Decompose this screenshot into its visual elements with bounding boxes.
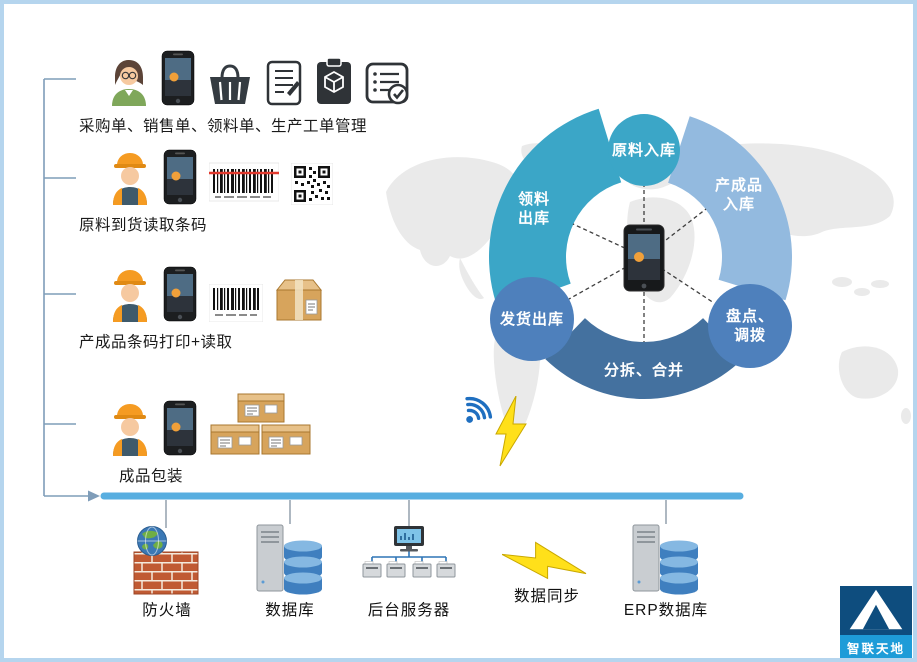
erp-database-icon — [632, 524, 698, 595]
label-raw-inbound: 原料入库 — [612, 141, 676, 159]
circle-stocktake-transfer — [708, 284, 792, 368]
left-item-packaging: 成品包装 — [79, 392, 313, 486]
data-sync-label: 数据同步 — [513, 588, 580, 605]
lightning-bolt-icon — [495, 396, 527, 467]
central-phone-icon — [623, 224, 665, 292]
warehouse-cycle-diagram: 原料入库 领料 出库 产成品 入库 发货出库 盘点、 调拨 分拆、合并 — [489, 108, 793, 400]
circle-shipping-outbound — [490, 277, 574, 361]
database-label: 数据库 — [265, 602, 315, 619]
label-material-issue-1: 领料 — [517, 190, 550, 208]
left-item-finished-goods: 产成品条码打印+读取 — [79, 266, 323, 352]
database-server-icon — [256, 524, 322, 595]
device-connector-stubs — [165, 500, 667, 528]
clipboard-box-icon — [317, 58, 351, 104]
handheld-phone-icon — [163, 400, 197, 456]
receiving-caption: 原料到货读取条码 — [79, 217, 208, 234]
brand-logo: 智联天地 — [840, 586, 912, 658]
carton-box-icon — [275, 279, 323, 321]
brand-logo-text: 智联天地 — [840, 635, 912, 658]
orders-caption: 采购单、销售单、领料单、生产工单管理 — [79, 118, 368, 135]
network-devices — [362, 561, 456, 578]
handheld-phone-icon — [161, 50, 195, 106]
qr-code-icon — [291, 163, 333, 205]
order-form-icon — [266, 60, 302, 106]
firewall-icon — [133, 526, 199, 595]
sync-lightning-icon — [502, 541, 587, 580]
connector-lines — [43, 78, 744, 528]
basket-icon — [210, 64, 250, 104]
label-finished-inbound-1: 产成品 — [715, 176, 763, 194]
label-shipping-outbound: 发货出库 — [499, 310, 564, 328]
carton-stack-icon — [210, 393, 311, 455]
firewall-label: 防火墙 — [142, 602, 192, 619]
orders-icons-row — [79, 50, 411, 106]
finished-goods-caption: 产成品条码打印+读取 — [79, 334, 233, 351]
backend-server-label: 后台服务器 — [367, 602, 451, 619]
arrow-head — [88, 490, 100, 502]
worker-icon — [113, 153, 147, 205]
scanned-barcode-icon — [209, 162, 279, 202]
arc-split-merge — [545, 318, 743, 400]
label-finished-inbound-2: 入库 — [723, 195, 755, 213]
packaging-caption: 成品包装 — [119, 468, 184, 485]
circle-raw-inbound — [608, 114, 680, 186]
brand-logo-mark — [849, 589, 903, 630]
finished-goods-icons-row — [79, 266, 323, 322]
checklist-icon — [365, 62, 409, 105]
left-item-receiving: 原料到货读取条码 — [79, 149, 333, 235]
label-material-issue-2: 出库 — [518, 209, 550, 227]
receiving-icons-row — [79, 149, 333, 205]
handheld-phone-icon — [163, 266, 197, 322]
arc-finished-inbound — [668, 116, 793, 301]
label-stocktake-2: 调拨 — [734, 326, 766, 344]
backend-server-icon — [362, 526, 456, 578]
worker-icon — [113, 404, 147, 456]
erp-database-label: ERP数据库 — [623, 602, 709, 619]
handheld-phone-icon — [163, 149, 197, 205]
left-branch-stubs — [44, 78, 76, 425]
packaging-icons-row — [79, 392, 313, 456]
office-woman-icon — [112, 60, 146, 106]
wifi-icon — [465, 396, 493, 423]
barcode-icon — [209, 284, 263, 322]
left-item-orders: 采购单、销售单、领料单、生产工单管理 — [79, 50, 411, 136]
label-split-merge: 分拆、合并 — [604, 361, 684, 379]
arc-material-issue — [489, 108, 622, 311]
label-stocktake-1: 盘点、 — [726, 307, 774, 325]
worker-icon — [113, 270, 147, 322]
